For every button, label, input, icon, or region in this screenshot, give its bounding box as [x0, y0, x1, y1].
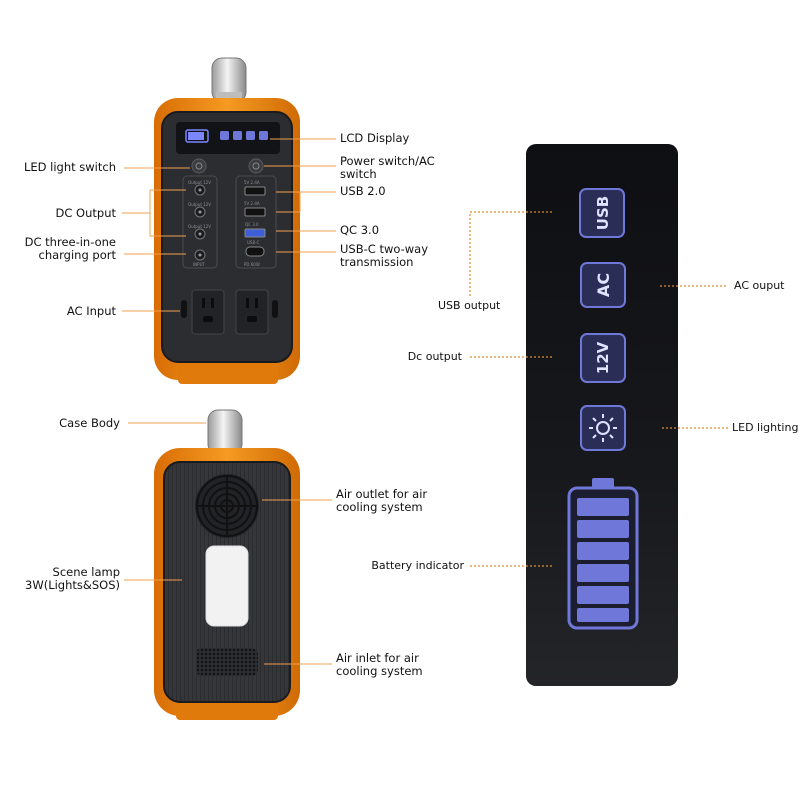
port-text: 5V 2.4A: [244, 180, 260, 185]
label-usb-output: USB output: [438, 299, 501, 312]
label-dc-output-panel: Dc output: [407, 350, 462, 363]
port-text: 5V 2.4A: [244, 201, 260, 206]
label-power-switch: Power switch/AC switch: [340, 154, 435, 181]
port-text: Output 12V: [188, 180, 211, 185]
label-dc-three-in-one: DC three-in-one charging port: [24, 235, 116, 262]
leader-lines: [122, 138, 336, 665]
port-text: INPUT: [193, 262, 206, 267]
port-text: QC 3.0: [245, 222, 259, 227]
label-lcd-display: LCD Display: [340, 131, 410, 145]
indicator-panel: [526, 144, 678, 686]
label-ac-input: AC Input: [66, 304, 116, 318]
label-air-inlet: Air inlet for air cooling system: [336, 651, 423, 678]
label-air-outlet: Air outlet for air cooling system: [336, 487, 428, 514]
panel-leader-lines: [469, 211, 728, 567]
label-scene-lamp: Scene lamp 3W(Lights&SOS): [25, 565, 120, 592]
label-battery-indicator: Battery indicator: [371, 559, 464, 572]
label-usb-c: USB-C two-way transmission: [340, 242, 429, 269]
port-text: Output 12V: [188, 224, 211, 229]
twelve-v-icon: 12V: [594, 341, 612, 374]
front-device: [154, 57, 300, 384]
label-led-light-switch: LED light switch: [23, 160, 116, 174]
port-text: Output 12V: [188, 202, 211, 207]
usb-icon: USB: [594, 196, 612, 230]
label-led-lighting: LED lighting: [732, 421, 799, 434]
port-text: USB-C: [247, 240, 260, 245]
port-text: PD 60W: [244, 262, 260, 267]
ac-icon: AC: [594, 273, 613, 297]
label-dc-output: DC Output: [55, 206, 117, 220]
back-device: [154, 409, 300, 720]
label-case-body: Case Body: [59, 416, 120, 430]
label-qc-3: QC 3.0: [340, 223, 380, 237]
label-usb-2: USB 2.0: [340, 184, 386, 198]
label-ac-output: AC ouput: [734, 279, 785, 292]
